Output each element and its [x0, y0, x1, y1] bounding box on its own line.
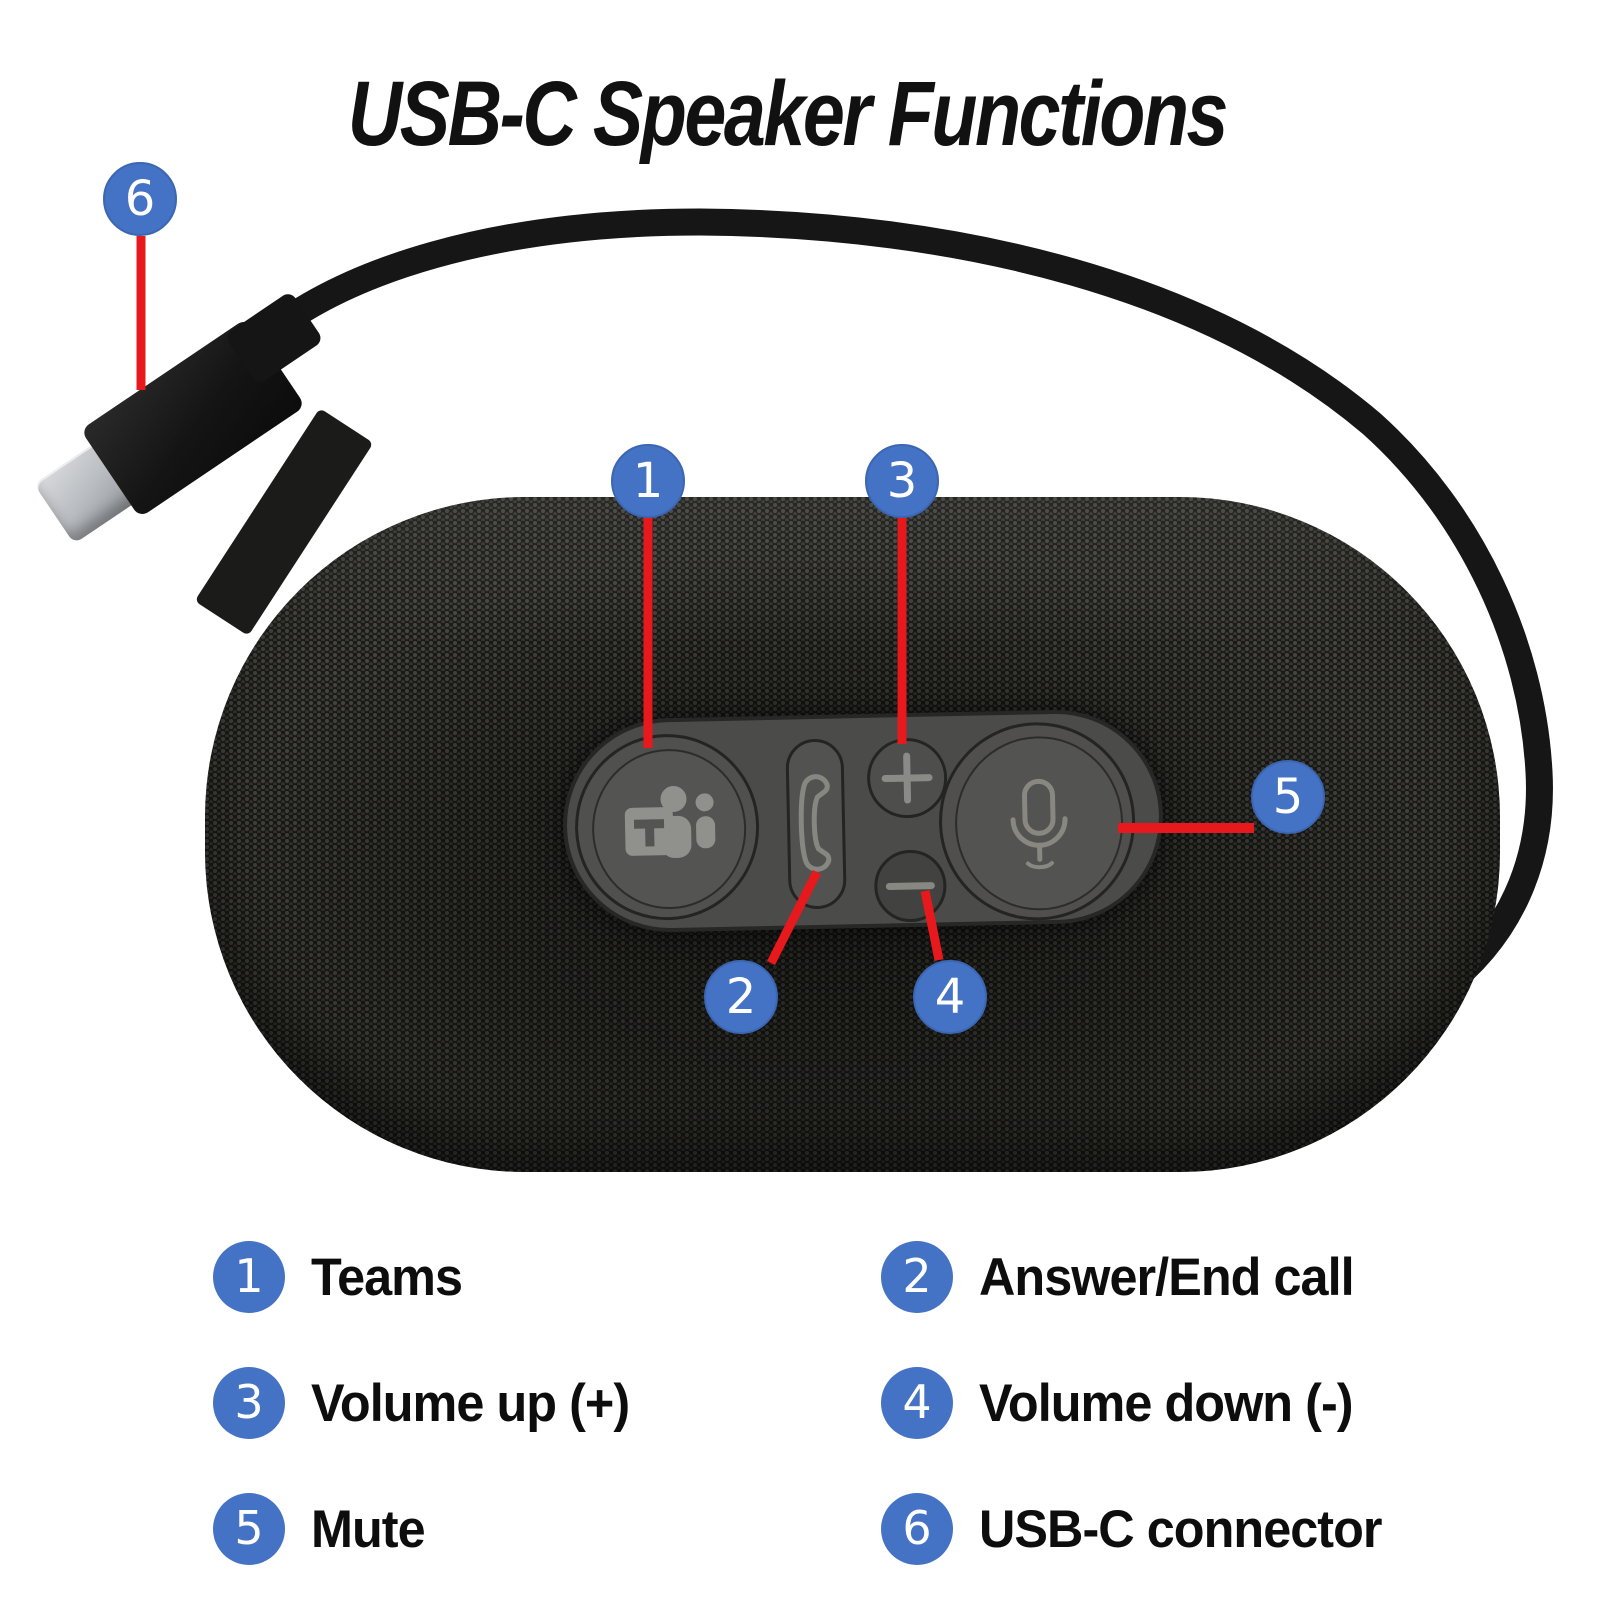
callout-marker-6: 6 [103, 162, 177, 236]
legend-item-volume-up: 3 Volume up (+) [213, 1340, 881, 1466]
callout-marker-5: 5 [1251, 760, 1325, 834]
legend: 1 Teams 2 Answer/End call 3 Volume up (+… [213, 1214, 1473, 1592]
control-panel [560, 707, 1166, 935]
callout-marker-3: 3 [865, 444, 939, 518]
legend-label-answer-end-call: Answer/End call [979, 1247, 1355, 1307]
legend-badge-5: 5 [213, 1493, 285, 1565]
legend-label-volume-down: Volume down (-) [979, 1373, 1354, 1433]
minus-icon [885, 882, 935, 890]
callout-marker-2: 2 [704, 960, 778, 1034]
volume-down-button [873, 849, 948, 923]
legend-item-volume-down: 4 Volume down (-) [881, 1340, 1473, 1466]
callout-marker-4: 4 [913, 960, 987, 1034]
callout-marker-1: 1 [611, 444, 685, 518]
legend-label-volume-up: Volume up (+) [311, 1373, 630, 1433]
legend-badge-2: 2 [881, 1241, 953, 1313]
plus-icon [881, 752, 933, 804]
legend-item-mute: 5 Mute [213, 1466, 881, 1592]
legend-item-answer-end-call: 2 Answer/End call [881, 1214, 1473, 1340]
legend-label-mute: Mute [311, 1499, 426, 1559]
legend-item-teams: 1 Teams [213, 1214, 881, 1340]
mute-button-surface [953, 734, 1125, 913]
legend-badge-3: 3 [213, 1367, 285, 1439]
volume-up-button [866, 737, 948, 819]
mic-icon [1010, 778, 1068, 870]
mute-button [936, 720, 1138, 923]
answer-end-call-button [785, 738, 847, 910]
legend-label-usb-c-connector: USB-C connector [979, 1499, 1383, 1559]
phone-icon [798, 774, 832, 872]
legend-label-teams: Teams [311, 1247, 463, 1307]
teams-icon [624, 785, 716, 858]
teams-button [573, 732, 762, 923]
page-title: USB-C Speaker Functions [347, 63, 1229, 165]
teams-button-surface [590, 747, 748, 911]
legend-badge-4: 4 [881, 1367, 953, 1439]
legend-badge-1: 1 [213, 1241, 285, 1313]
legend-item-usb-c-connector: 6 USB-C connector [881, 1466, 1473, 1592]
legend-badge-6: 6 [881, 1493, 953, 1565]
